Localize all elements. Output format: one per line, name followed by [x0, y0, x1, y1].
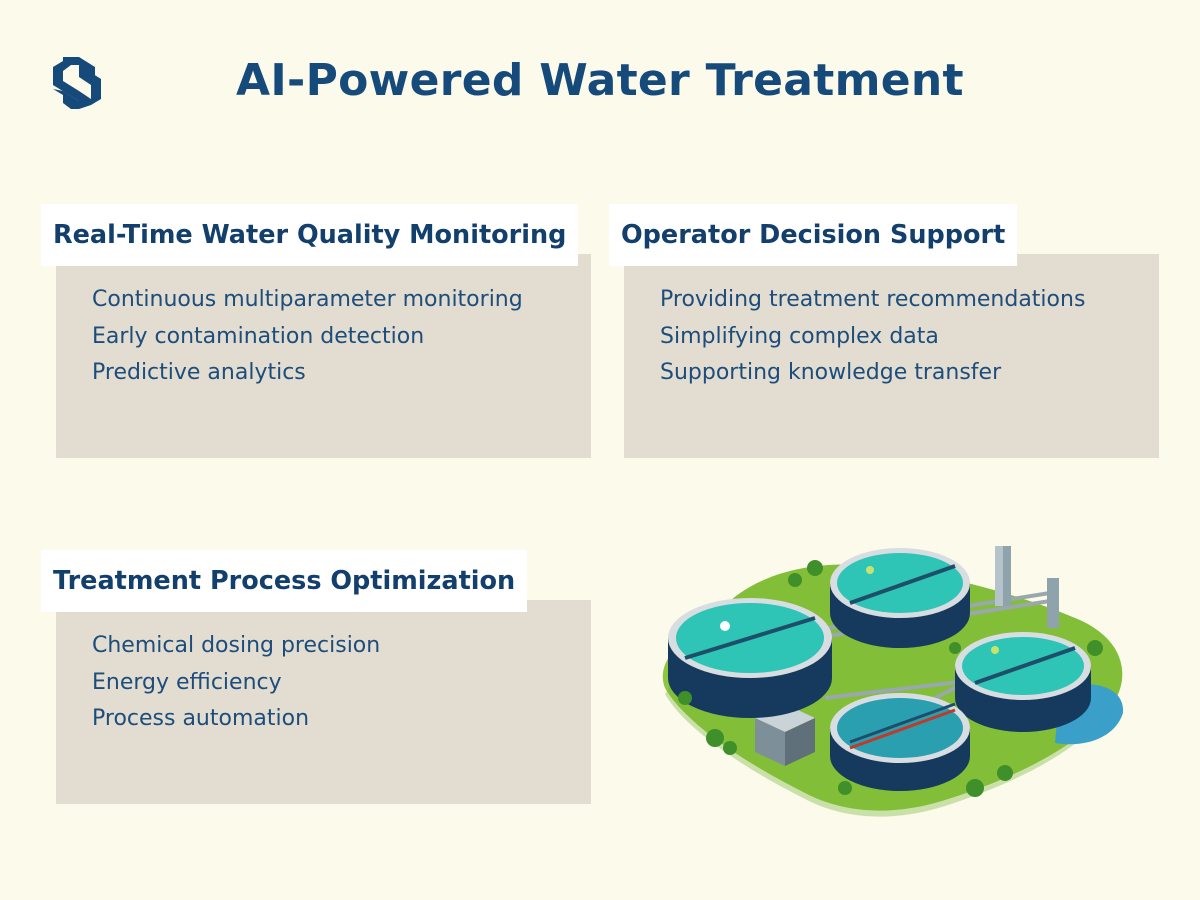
- list-item: Chemical dosing precision: [92, 633, 381, 658]
- list-item: Predictive analytics: [92, 360, 306, 385]
- card-title: Treatment Process Optimization: [41, 550, 528, 612]
- card-title: Real-Time Water Quality Monitoring: [41, 204, 579, 266]
- feature-list: Chemical dosing precision Energy efficie…: [92, 628, 380, 738]
- card-operator-decision-support: Operator Decision Support Providing trea…: [609, 204, 1161, 459]
- list-item: Continuous multiparameter monitoring: [92, 287, 523, 312]
- list-item: Simplifying complex data: [660, 323, 939, 349]
- feature-list: Providing treatment recommendations Simp…: [660, 282, 1085, 392]
- list-item: Process automation: [92, 706, 310, 731]
- list-item: Providing treatment recommendations: [660, 287, 1086, 312]
- brand-s-logo-icon: [53, 57, 101, 109]
- list-item: Supporting knowledge transfer: [660, 360, 1002, 385]
- card-panel: [56, 600, 591, 804]
- page-title: AI-Powered Water Treatment: [236, 55, 964, 106]
- feature-list: Continuous multiparameter monitoring Ear…: [92, 282, 523, 392]
- water-treatment-plant-illustration: [662, 546, 1124, 817]
- list-item: Early contamination detection: [92, 323, 425, 349]
- card-panel: [56, 254, 591, 458]
- card-panel: [624, 254, 1159, 458]
- card-title: Operator Decision Support: [609, 204, 1018, 266]
- card-real-time-monitoring: Real-Time Water Quality Monitoring Conti…: [41, 204, 593, 459]
- list-item: Energy efficiency: [92, 669, 282, 695]
- card-process-optimization: Treatment Process Optimization Chemical …: [41, 550, 593, 805]
